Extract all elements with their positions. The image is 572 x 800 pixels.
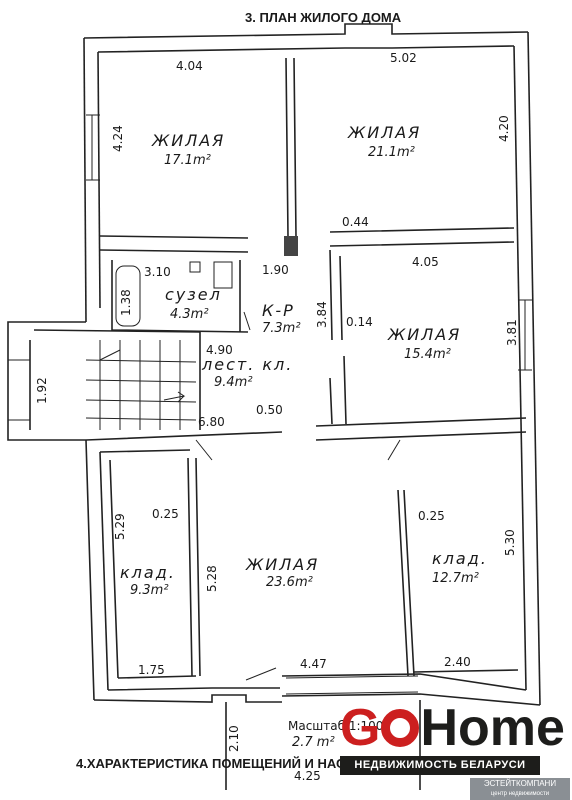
agency-name: ЭСТЕЙТКОМПАНИ — [483, 779, 557, 788]
room-name-bathroom: сузел — [165, 285, 222, 304]
dim-wall-025-right: 0.25 — [418, 509, 445, 523]
agency-subtitle: центр недвижимости — [490, 791, 550, 797]
room-area-living-4: 23.6m² — [266, 575, 313, 590]
dim-bathroom-depth: 1.38 — [119, 289, 133, 316]
dim-stairs-490: 4.90 — [206, 343, 233, 357]
dim-living-2-depth: 4.20 — [497, 115, 511, 142]
room-name-living-2: ЖИЛАЯ — [347, 123, 421, 142]
room-name-corridor: К-Р — [262, 301, 295, 320]
dim-mid-680: 6.80 — [198, 415, 225, 429]
dim-living-4-depth: 5.28 — [205, 565, 219, 592]
porch-area: 2.7 m² — [292, 735, 335, 750]
gohome-logo: G Home — [340, 700, 565, 756]
dim-wall-050: 0.50 — [256, 403, 283, 417]
dim-living-1-depth: 4.24 — [111, 125, 125, 152]
plan-title: 3. ПЛАН ЖИЛОГО ДОМА — [245, 10, 402, 25]
dim-storage-1-width: 1.75 — [138, 663, 165, 677]
gohome-watermark: G Home НЕДВИЖИМОСТЬ БЕЛАРУСИ ЭСТЕЙТКОМПАН… — [340, 700, 572, 800]
room-name-living-4: ЖИЛАЯ — [245, 555, 319, 574]
room-area-stairs: 9.4m² — [214, 375, 253, 390]
room-area-corridor: 7.3m² — [262, 321, 301, 336]
room-name-living-1: ЖИЛАЯ — [151, 131, 225, 150]
room-area-living-3: 15.4m² — [404, 347, 451, 362]
dim-living-3-width: 4.05 — [412, 255, 439, 269]
dim-living-4-width: 4.47 — [300, 657, 327, 671]
room-labels: ЖИЛАЯ 17.1m² ЖИЛАЯ 21.1m² сузел 4.3m² К-… — [120, 123, 488, 598]
dim-living-1-width: 4.04 — [176, 59, 203, 73]
logo-letter-g: G — [340, 699, 381, 757]
porch-width-dim: 4.25 — [294, 769, 321, 783]
porch-side-dim: 2.10 — [227, 725, 241, 752]
dimension-labels: 4.04 5.02 4.24 4.20 0.44 3.10 1.38 1.90 … — [35, 51, 519, 677]
agency-badge: ЭСТЕЙТКОМПАНИ центр недвижимости — [470, 778, 570, 800]
dim-wall-025-left: 0.25 — [152, 507, 179, 521]
dim-living-2-width: 5.02 — [390, 51, 417, 65]
room-area-storage-2: 12.7m² — [432, 571, 479, 586]
dim-wall-044: 0.44 — [342, 215, 369, 229]
outer-walls — [7, 23, 541, 790]
room-area-bathroom: 4.3m² — [170, 307, 209, 322]
dim-stair-bay: 1.92 — [35, 377, 49, 404]
logo-ring-icon — [381, 709, 420, 747]
room-area-living-1: 17.1m² — [164, 153, 211, 168]
dim-wall-014: 0.14 — [346, 315, 373, 329]
room-area-storage-1: 9.3m² — [130, 583, 169, 598]
room-name-stairs: лест. кл. — [201, 355, 293, 374]
room-name-storage-2: клад. — [432, 549, 488, 568]
room-name-living-3: ЖИЛАЯ — [387, 325, 461, 344]
dim-storage-2-depth: 5.30 — [503, 529, 517, 556]
interior-walls — [33, 57, 527, 681]
logo-word-home: Home — [420, 699, 565, 757]
room-area-living-2: 21.1m² — [368, 145, 415, 160]
dim-storage-1-depth: 5.29 — [113, 513, 127, 540]
dim-corridor-190: 1.90 — [262, 263, 289, 277]
room-name-storage-1: клад. — [120, 563, 176, 582]
dim-corridor-384: 3.84 — [315, 301, 329, 328]
dim-bathroom-width: 3.10 — [144, 265, 171, 279]
scale-label: Масштаб 1:100 — [288, 719, 383, 733]
dim-living-3-depth: 3.81 — [505, 319, 519, 346]
dim-storage-2-width: 2.40 — [444, 655, 471, 669]
logo-tagline: НЕДВИЖИМОСТЬ БЕЛАРУСИ — [340, 756, 540, 775]
